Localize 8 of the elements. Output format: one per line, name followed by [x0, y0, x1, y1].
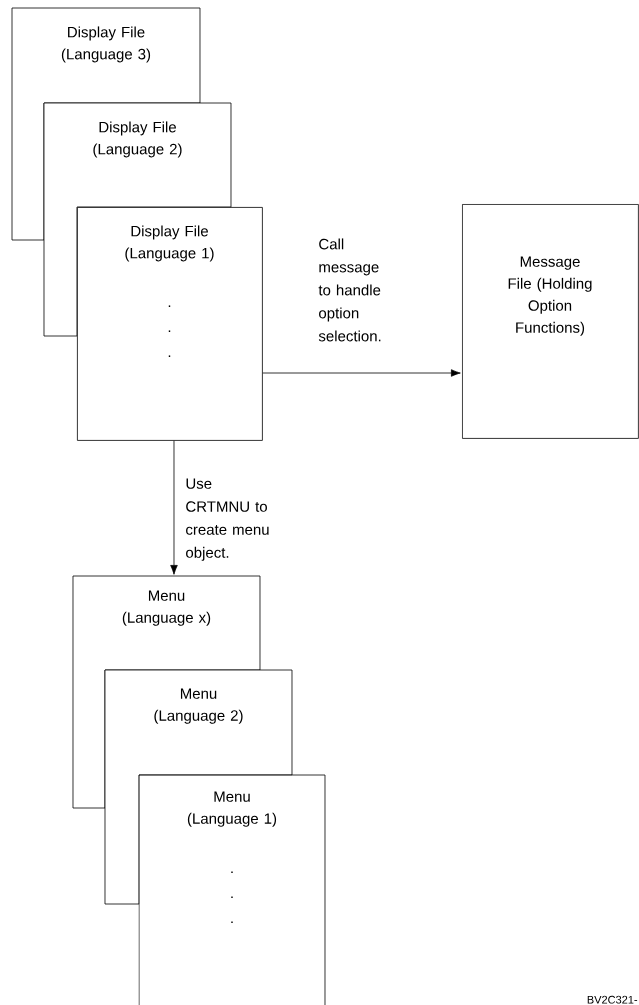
message-file-box: Message File (Holding Option Functions): [462, 204, 639, 439]
file-box: Display File (Language 1) . . .: [77, 207, 263, 441]
figure-id: BV2C321-: [587, 995, 638, 1004]
arrow: [262, 369, 461, 377]
edge-label: Call message to handle option selection.: [318, 238, 381, 342]
arrow: [170, 440, 178, 575]
file-box: Menu (Language 1) . . .: [138, 774, 326, 1005]
edge-label: Use CRTMNU to create menu object.: [186, 478, 269, 561]
